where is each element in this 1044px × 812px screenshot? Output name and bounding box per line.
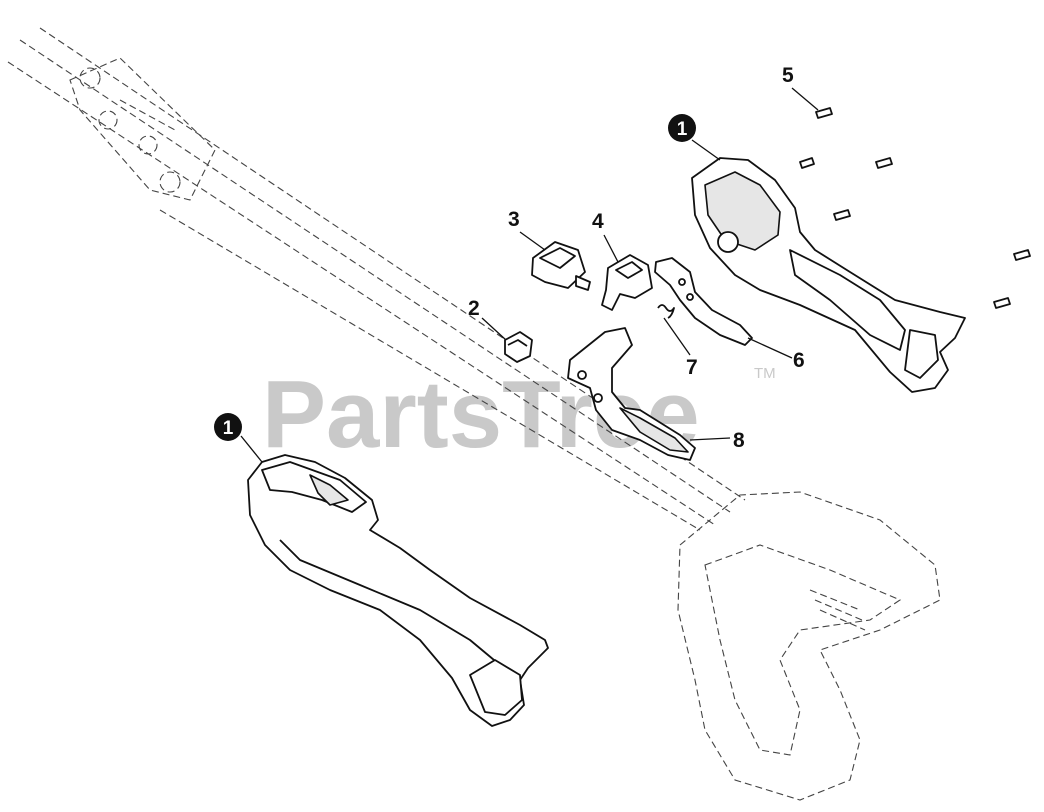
- handle-cover-upper: [691, 157, 966, 393]
- callout-3: 3: [508, 208, 520, 231]
- watermark-trademark: TM: [754, 365, 776, 382]
- handle-cover-lower: [247, 454, 549, 727]
- small-switch: [504, 331, 533, 363]
- callout-badge: [668, 114, 696, 142]
- callout-6: 6: [793, 349, 805, 372]
- callout-badge: [214, 413, 242, 441]
- callout-7: 7: [686, 356, 698, 379]
- callout-label: 1: [223, 418, 234, 439]
- callout-4: 4: [592, 210, 604, 233]
- callout-5: 5: [782, 64, 794, 87]
- shaft-coupler: [69, 57, 216, 201]
- throttle-trigger: [654, 257, 753, 346]
- leader-lines: [240, 87, 819, 463]
- control-lever: [567, 327, 696, 461]
- callout-1-upper: 1: [668, 114, 696, 142]
- callout-2: 2: [468, 297, 480, 320]
- switch-block: [531, 241, 591, 291]
- throttle-lockout: [601, 254, 653, 311]
- callout-8: 8: [733, 429, 745, 452]
- callout-label: 1: [677, 119, 688, 140]
- screws: [799, 107, 1031, 309]
- trigger-spring: [657, 304, 675, 319]
- loop-handle: [677, 491, 941, 801]
- callout-1-lower: 1: [214, 413, 242, 441]
